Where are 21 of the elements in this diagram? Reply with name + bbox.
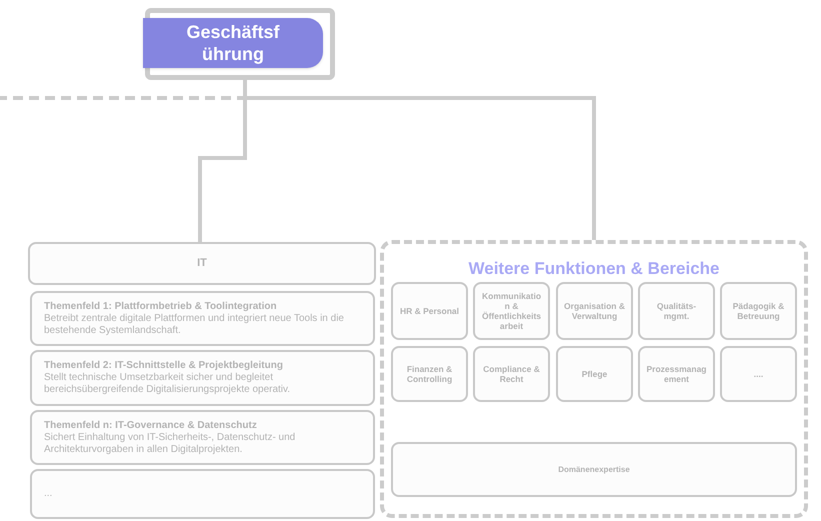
department-box: IT <box>28 242 376 285</box>
function-box: Organisation & Verwaltung <box>556 282 633 340</box>
topic-box: Themenfeld n: IT-Governance & Datenschutz Sichert Einhaltung von IT-Sicherheits-, Datenschutz- und Architekturvorgaben in allen Digitalprojekten. <box>30 410 375 465</box>
topic-box: Themenfeld 2: IT-Schnittstelle & Projektbegleitung Stellt technische Umsetzbarkeit sicher und begleitet bereichsübergreifende Digitalisierungsprojekte operativ. <box>30 350 375 406</box>
topic-box: ... <box>30 469 375 519</box>
function-box: .... <box>720 346 797 402</box>
group-title: Weitere Funktionen & Bereiche <box>468 258 720 280</box>
function-box: Compliance & Recht <box>473 346 550 402</box>
dashed-group-frame <box>380 240 808 518</box>
function-box: Qualitäts-mgmt. <box>638 282 715 340</box>
executive-box <box>145 8 335 80</box>
function-box: Domänenexpertise <box>391 442 797 497</box>
function-box: HR & Personal <box>391 282 468 340</box>
function-box: Finanzen & Controlling <box>391 346 468 402</box>
function-box: Pädagogik & Betreuung <box>720 282 797 340</box>
connector-line <box>0 80 247 100</box>
function-box: Pflege <box>556 346 633 402</box>
function-box: Prozessmanagement <box>638 346 715 402</box>
topic-box: Themenfeld 1: Plattformbetrieb & Toolintegration Betreibt zentrale digitale Plattformen und integriert neue Tools in die bestehende Systemlandschaft. <box>30 291 375 346</box>
title-label: Geschäftsführung <box>143 18 323 68</box>
function-box: Kommunikation & Öffentlichkeitsarbeit <box>473 282 550 340</box>
